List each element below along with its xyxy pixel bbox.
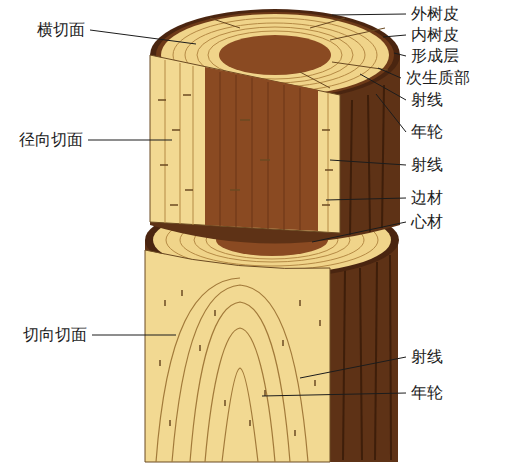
part-label: 切向切面 xyxy=(22,325,88,345)
part-label: 射线 xyxy=(410,155,444,175)
tangential-rings xyxy=(156,278,308,462)
leader-line xyxy=(92,335,176,336)
bark-texture xyxy=(350,85,384,235)
ray-marks xyxy=(160,290,320,436)
leader-line xyxy=(330,160,406,165)
leader-line xyxy=(300,357,406,378)
leader-line xyxy=(88,140,172,141)
part-label: 外树皮 xyxy=(410,4,460,24)
ray-marks xyxy=(158,95,333,205)
bark-texture xyxy=(343,255,391,460)
part-label: 形成层 xyxy=(410,46,460,66)
leader-line xyxy=(312,222,406,242)
part-label: 次生质部 xyxy=(405,68,471,88)
radial-heartwood xyxy=(205,67,318,231)
leader-line xyxy=(394,53,406,56)
part-label: 射线 xyxy=(410,347,444,367)
leader-line xyxy=(376,94,406,132)
part-label: 横切面 xyxy=(36,20,86,40)
radial-face xyxy=(150,55,340,233)
part-label: 心材 xyxy=(410,212,444,232)
sapwood-grain xyxy=(165,60,328,232)
top-heartwood xyxy=(219,35,331,75)
part-label: 边材 xyxy=(410,188,444,208)
leader-line xyxy=(332,14,406,15)
leader-line xyxy=(383,35,406,37)
part-label: 径向切面 xyxy=(18,130,84,150)
bark xyxy=(145,240,398,462)
leader-line xyxy=(262,393,406,396)
leader-line xyxy=(90,30,196,44)
leader-line xyxy=(360,74,406,100)
leader-line xyxy=(326,198,406,200)
heartwood-grain xyxy=(220,72,300,230)
part-label: 内树皮 xyxy=(410,25,460,45)
leader-line xyxy=(378,68,401,78)
tangential-face xyxy=(145,250,330,462)
part-label: 年轮 xyxy=(410,383,444,403)
part-label: 年轮 xyxy=(410,122,444,142)
part-label: 射线 xyxy=(410,90,444,110)
